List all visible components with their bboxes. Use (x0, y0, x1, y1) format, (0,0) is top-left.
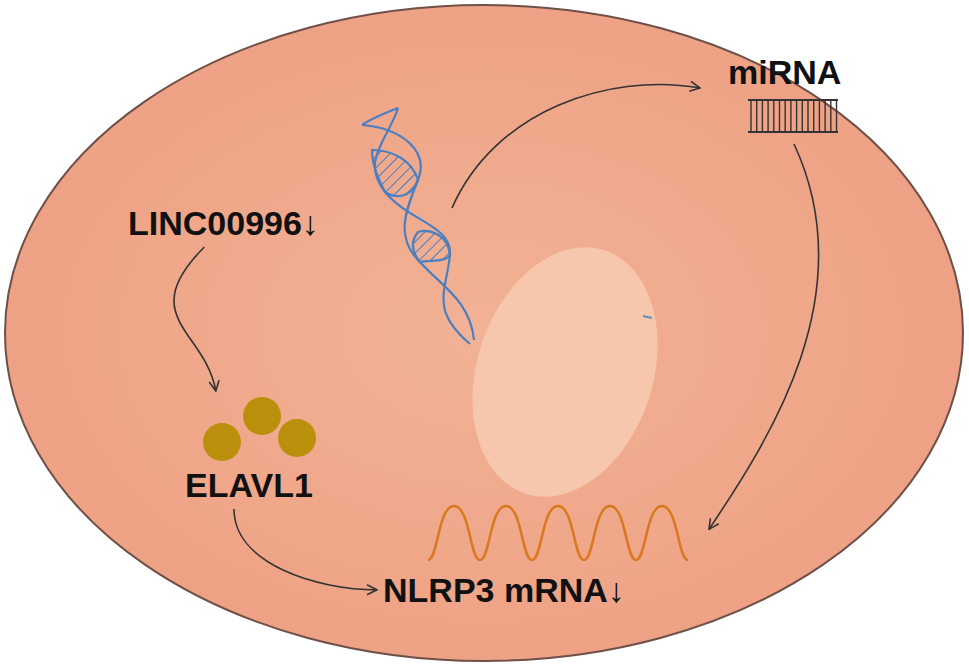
mrna-wave (383, 498, 703, 570)
node-text: ELAVL1 (185, 465, 313, 505)
node-text: NLRP3 mRNA↓ (383, 570, 625, 610)
node-text: miRNA (728, 52, 841, 92)
curved-arrow (234, 509, 377, 590)
mirna-label: miRNA (728, 52, 848, 140)
nucleus (442, 223, 688, 521)
curved-arrow (709, 144, 819, 529)
dna-helix (362, 108, 474, 344)
transcription-arrow (452, 84, 700, 208)
node-text: LINC00996↓ (128, 203, 319, 243)
nucleus-mark (643, 316, 652, 318)
protein-label: ELAVL1 (185, 395, 325, 505)
curved-arrow (174, 247, 216, 391)
lncrna-label: LINC00996↓ (128, 203, 319, 243)
mrna-label: NLRP3 mRNA↓ (383, 498, 703, 610)
protein-dots (185, 395, 325, 465)
mirna-duplex (738, 92, 848, 140)
cell-membrane (5, 5, 963, 661)
